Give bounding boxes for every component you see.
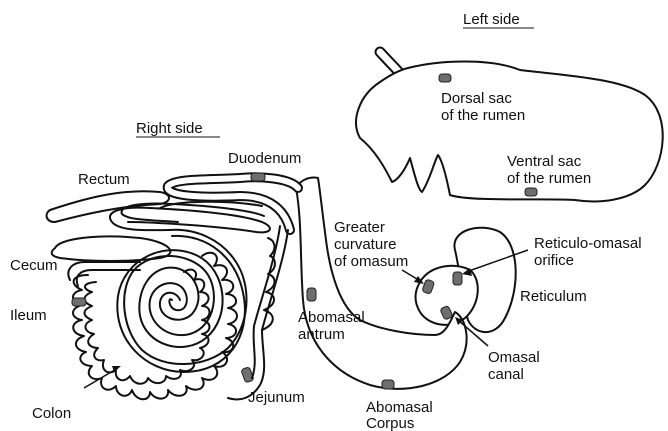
jejunum-label: Jejunum xyxy=(248,389,305,406)
duodenum-label: Duodenum xyxy=(228,150,301,167)
greater-curvature-label-line2: curvature xyxy=(334,236,397,253)
abomasal-antrum-label-line2: antrum xyxy=(298,326,345,343)
rectum-label: Rectum xyxy=(78,171,130,188)
intestines xyxy=(47,173,298,399)
dorsal-sac-label-line2: of the rumen xyxy=(441,107,525,124)
abomasal-corpus-marker xyxy=(382,380,394,389)
ventral-sac-label-line2: of the rumen xyxy=(507,170,591,187)
greater-curvature-label-line1: Greater xyxy=(334,219,385,236)
forestomach-complex xyxy=(296,177,516,389)
abomasal-corpus-label-line2: Corpus xyxy=(366,415,414,431)
omasal-canal-label-line2: canal xyxy=(488,366,524,383)
reticulo-omasal-label-line1: Reticulo-omasal xyxy=(534,235,642,252)
duodenum-marker xyxy=(251,173,265,181)
reticulo-omasal-marker xyxy=(453,272,462,285)
ventral-sac-label-line1: Ventral sac xyxy=(507,153,582,170)
abomasal-antrum-label-line1: Abomasal xyxy=(298,309,365,326)
ileum-marker xyxy=(72,298,86,306)
dorsal-sac-marker xyxy=(439,74,451,82)
left-side-heading: Left side xyxy=(463,11,520,28)
cecum xyxy=(52,236,171,261)
ventral-sac-marker xyxy=(525,188,537,196)
omasal-canal-label-line1: Omasal xyxy=(488,349,540,366)
abomasal-antrum-marker xyxy=(307,288,316,301)
colon-label: Colon xyxy=(32,405,71,422)
right-side-heading: Right side xyxy=(136,120,203,137)
abomasal-corpus-label-line1: Abomasal xyxy=(366,399,433,416)
rectum xyxy=(47,191,169,222)
cecum-label: Cecum xyxy=(10,257,58,274)
dorsal-sac-label-line1: Dorsal sac xyxy=(441,90,512,107)
reticulum-label: Reticulum xyxy=(520,288,587,305)
reticulo-omasal-label-line2: orifice xyxy=(534,252,574,269)
jejunum-coils xyxy=(72,253,254,400)
ileum-label: Ileum xyxy=(10,307,47,324)
greater-curvature-label-line3: of omasum xyxy=(334,253,408,270)
duodenum-tube xyxy=(168,177,298,230)
